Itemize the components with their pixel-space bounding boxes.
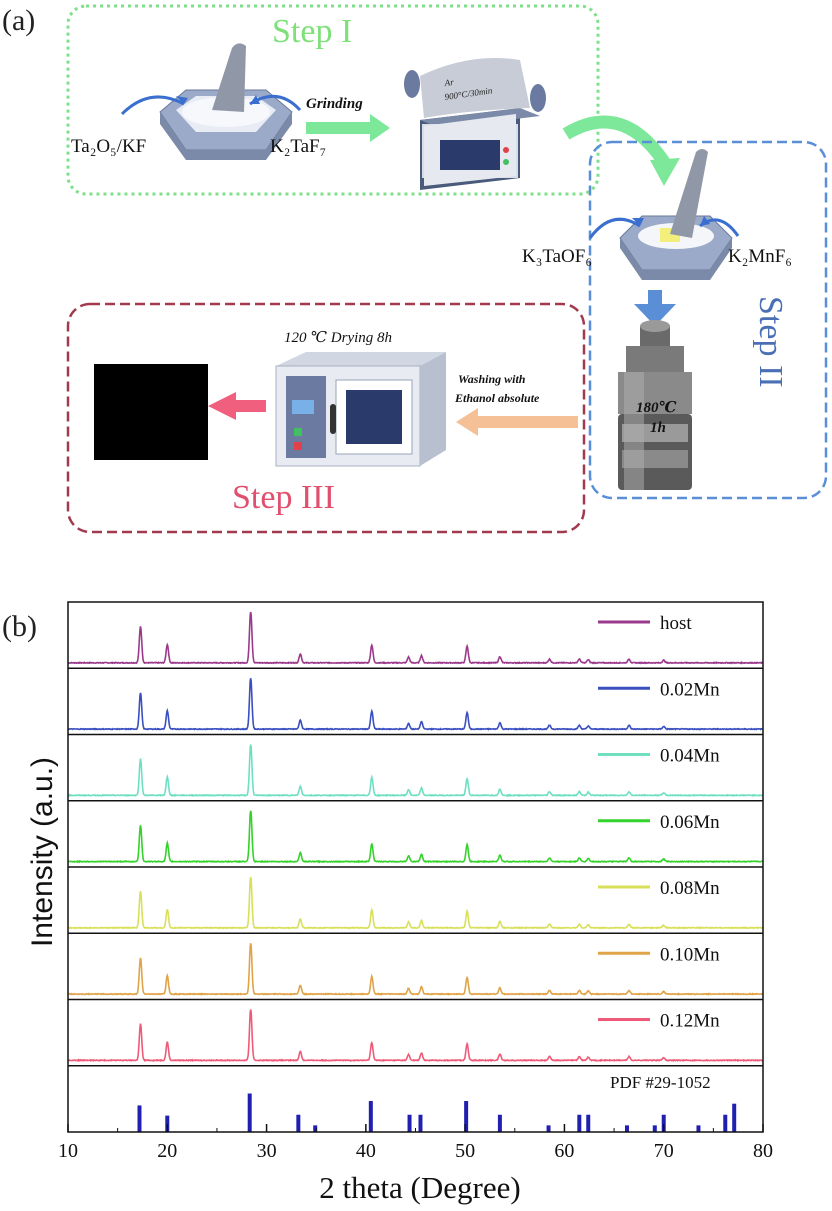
x-tick-label: 50 <box>455 1140 475 1162</box>
arrowhead <box>632 218 644 226</box>
step2-right-reagent: K₂MnF₆ <box>728 246 792 267</box>
step1-box <box>66 4 600 196</box>
xrd-pattern-0.08Mn <box>67 876 764 930</box>
xrd-pattern-host <box>68 611 764 665</box>
xrd-pattern-0.04Mn <box>67 744 764 798</box>
legend-label: 0.10Mn <box>660 944 720 965</box>
x-tick-label: 10 <box>58 1140 78 1162</box>
wash-label-1: Washing with <box>458 372 526 386</box>
result-arrow <box>208 392 266 420</box>
step2-left-reagent: K₃TaOF₆ <box>522 246 592 267</box>
product-image <box>94 364 208 460</box>
oven-label: 120 ℃ Drying 8h <box>284 330 392 346</box>
legend-label: 0.12Mn <box>660 1011 720 1032</box>
reference-label: PDF #29-1052 <box>610 1073 711 1092</box>
mortar-pestle-icon <box>159 43 293 160</box>
xrd-pattern-0.06Mn <box>67 810 763 864</box>
furnace-label-1: Ar <box>443 77 455 88</box>
arrowhead <box>700 216 710 226</box>
step1-left-reagent: Ta₂O₅/KF <box>71 136 146 157</box>
xrd-chart: host 0.02Mn 0.04Mn 0.06Mn 0.08Mn 0.10Mn 0.12Mn… <box>58 601 773 1162</box>
arrowhead <box>250 95 260 104</box>
tube-furnace-icon <box>404 58 546 190</box>
x-tick-label: 30 <box>257 1140 277 1162</box>
x-tick-label: 60 <box>554 1140 574 1162</box>
xrd-pattern-0.02Mn <box>67 678 764 731</box>
x-axis-label: 2 theta (Degree) <box>319 1170 520 1205</box>
drying-oven-icon <box>275 352 446 467</box>
xrd-pattern-0.10Mn <box>67 943 764 996</box>
legend-label: 0.08Mn <box>660 878 720 899</box>
legend-label: 0.02Mn <box>660 679 720 700</box>
panel-b-label: (b) <box>2 610 37 643</box>
down-arrow <box>634 290 676 326</box>
arrowhead <box>650 158 680 186</box>
x-tick-label: 80 <box>753 1140 773 1162</box>
grinding-label: Grinding <box>306 96 363 112</box>
step1-title: Step I <box>272 13 352 50</box>
y-axis-label: Intensity (a.u.) <box>26 757 59 947</box>
curved-arrow-left <box>120 95 185 116</box>
x-tick-label: 70 <box>654 1140 674 1162</box>
grinding-arrow <box>306 114 390 142</box>
autoclave-temp: 180℃ <box>636 400 677 416</box>
autoclave-time: 1h <box>650 420 666 436</box>
x-tick-label: 40 <box>356 1140 376 1162</box>
x-tick-label: 20 <box>157 1140 177 1162</box>
legend-label: 0.04Mn <box>660 746 720 767</box>
wash-label-2: Ethanol absolute <box>454 391 540 405</box>
mortar-pestle-icon <box>619 149 733 280</box>
legend-label: 0.06Mn <box>660 812 720 833</box>
panel-a-label: (a) <box>2 4 35 37</box>
step1-right-reagent: K₂TaF₇ <box>270 136 326 157</box>
legend-label: host <box>660 613 692 634</box>
curved-arrow-left <box>588 217 641 239</box>
step2-title: Step II <box>752 296 789 388</box>
xrd-pattern-0.12Mn <box>68 1009 764 1063</box>
arrowhead <box>176 96 188 104</box>
autoclave-icon <box>618 320 692 490</box>
step3-box <box>66 302 586 534</box>
transfer-arrow <box>562 115 670 166</box>
step2-box <box>588 140 828 500</box>
step3-title: Step III <box>232 479 335 516</box>
wash-arrow <box>456 408 578 436</box>
